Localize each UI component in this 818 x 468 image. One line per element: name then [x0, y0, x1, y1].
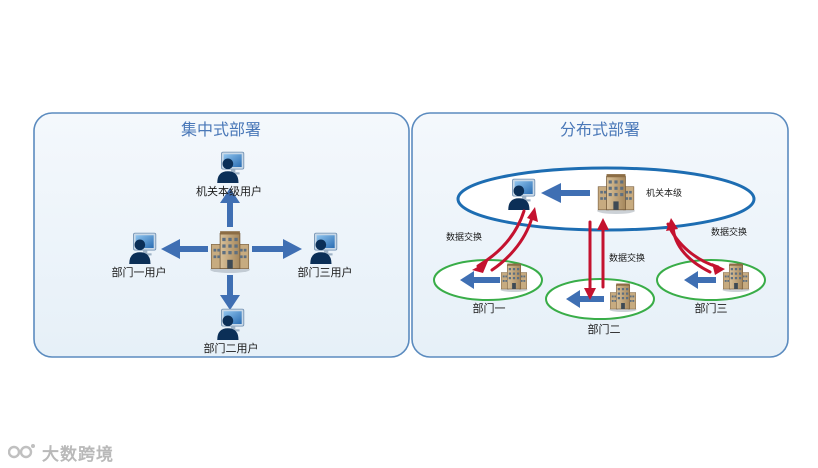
exchange-arrow-left-in	[490, 212, 535, 272]
centralized-panel: 集中式部署 机关本级用户 部门一用户 部门三用户 部门二用户	[33, 112, 410, 358]
user-bottom-label: 部门二用户	[204, 341, 259, 355]
arrowhead-2	[527, 207, 538, 222]
brand-logo-icon	[8, 444, 35, 459]
arrowhead-5	[712, 263, 725, 275]
user-left-label: 部门一用户	[112, 265, 167, 279]
centralized-title: 集中式部署	[181, 120, 261, 139]
exchange-arrow-right-in	[671, 224, 712, 274]
user-top-label: 机关本级用户	[196, 184, 262, 198]
dept2-arrow	[566, 290, 604, 308]
exchange-label-right: 数据交换	[711, 226, 747, 238]
hq-arrow	[541, 183, 590, 203]
user-right-label: 部门三用户	[298, 265, 353, 279]
dept2-label: 部门二	[588, 322, 621, 336]
dept1-label: 部门一	[473, 301, 506, 315]
arrow-up	[220, 188, 240, 227]
distributed-panel: 分布式部署 机关本级 部门一 部门二 部门三	[411, 112, 789, 358]
exchange-arrow-left-out	[476, 209, 526, 268]
distributed-title: 分布式部署	[560, 120, 640, 139]
arrowhead-3	[584, 288, 596, 300]
arrow-left	[161, 239, 208, 259]
arrowhead-1	[472, 261, 488, 273]
centralized-arrows	[161, 188, 302, 310]
arrowhead-4	[597, 218, 609, 230]
arrow-right	[252, 239, 302, 259]
dept1-arrow	[460, 271, 500, 289]
exchange-arrowheads	[472, 207, 725, 300]
watermark-text: 大数跨境	[42, 444, 114, 465]
dept3-arrow	[684, 271, 716, 289]
exchange-label-left: 数据交换	[446, 231, 482, 243]
watermark: 大数跨境	[8, 440, 114, 465]
hq-label: 机关本级	[646, 187, 682, 199]
arrow-down	[220, 275, 240, 310]
dept3-label: 部门三	[695, 301, 728, 315]
exchange-label-mid: 数据交换	[609, 252, 645, 264]
arrowhead-6	[666, 218, 678, 231]
